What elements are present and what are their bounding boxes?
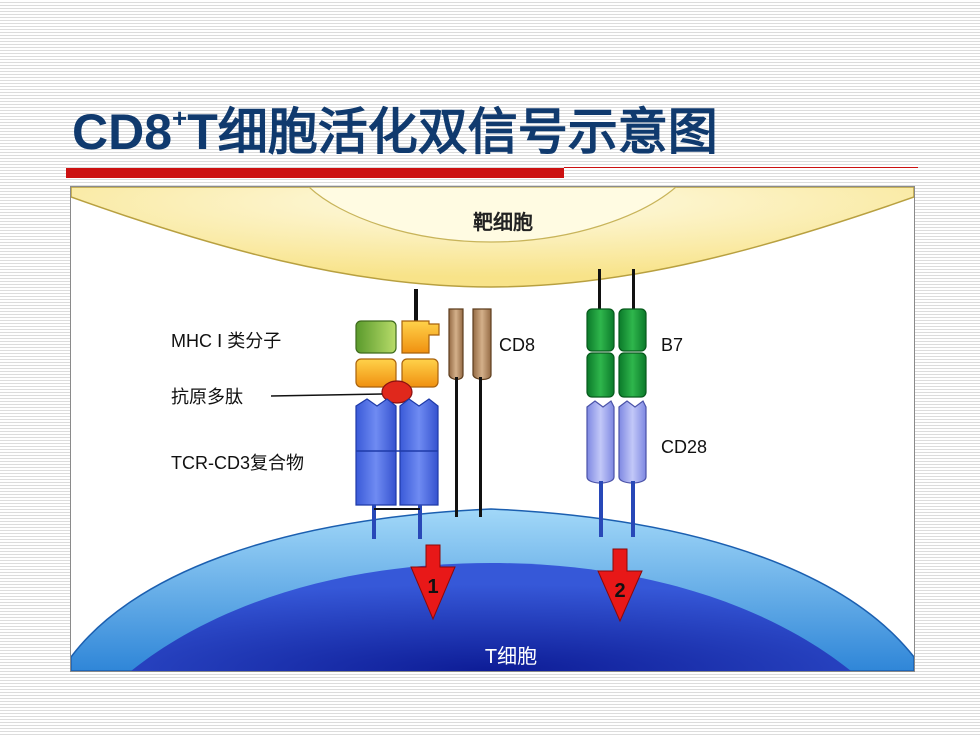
cd28-right-stalk bbox=[631, 481, 635, 537]
t-cell-cytoplasm bbox=[131, 563, 851, 671]
mhc-stalk bbox=[414, 289, 418, 327]
diagram-panel: 靶细胞 T细胞 1 2 MHC Ⅰ 类分子 抗原多肽 TCR-CD3复合物 CD… bbox=[70, 186, 915, 672]
antigen-peptide bbox=[381, 380, 413, 404]
signal-1-number: 1 bbox=[427, 576, 438, 598]
mhc-alpha1-domain bbox=[355, 320, 397, 354]
signal-1-arrow bbox=[410, 544, 456, 621]
cd28-left-stalk bbox=[599, 481, 603, 537]
cd8-label: CD8 bbox=[499, 335, 535, 355]
tcr-label: TCR-CD3复合物 bbox=[171, 453, 304, 473]
mhc-alpha3-domain bbox=[355, 358, 397, 388]
diagram-svg: 靶细胞 T细胞 1 2 MHC Ⅰ 类分子 抗原多肽 TCR-CD3复合物 CD… bbox=[71, 187, 914, 671]
cd8-alpha-stalk bbox=[455, 377, 458, 517]
signal-2-arrow bbox=[597, 548, 643, 623]
cd8-beta-stalk bbox=[479, 377, 482, 517]
title-rest: T细胞活化双信号示意图 bbox=[187, 104, 718, 160]
antigen-pointer-line bbox=[270, 393, 383, 397]
mhc-alpha2-domain bbox=[401, 320, 440, 354]
cd28-right-chain bbox=[618, 400, 647, 484]
cd8-beta-chain bbox=[472, 308, 492, 381]
signal-2-number: 2 bbox=[614, 580, 625, 602]
target-cell-label: 靶细胞 bbox=[473, 210, 533, 234]
title-superscript: + bbox=[172, 103, 188, 133]
antigen-label: 抗原多肽 bbox=[171, 387, 243, 407]
title-main: CD8 bbox=[72, 104, 173, 160]
slide-title: CD8+T细胞活化双信号示意图 bbox=[72, 92, 718, 164]
b7-right-stalk bbox=[632, 269, 635, 311]
b7-left-stalk bbox=[598, 269, 601, 311]
t-cell-label: T细胞 bbox=[485, 645, 537, 668]
tcr-beta-transmembrane bbox=[418, 505, 422, 539]
tcr-alpha-chain bbox=[355, 398, 397, 506]
tcr-alpha-transmembrane bbox=[372, 505, 376, 539]
b7-left-upper-domain bbox=[586, 308, 615, 352]
b7-right-upper-domain bbox=[618, 308, 647, 352]
b7-left-lower-domain bbox=[586, 352, 615, 398]
title-underline-thin bbox=[564, 167, 918, 168]
title-underline-red bbox=[66, 168, 564, 178]
cd8-alpha-chain bbox=[448, 308, 464, 381]
cd28-label: CD28 bbox=[661, 437, 707, 457]
b7-right-lower-domain bbox=[618, 352, 647, 398]
mhc-beta2m-domain bbox=[401, 358, 439, 388]
mhc-label: MHC Ⅰ 类分子 bbox=[171, 331, 281, 351]
b7-label: B7 bbox=[661, 335, 683, 355]
cd28-left-chain bbox=[586, 400, 615, 484]
target-cell-nucleus bbox=[308, 187, 677, 243]
tcr-beta-chain bbox=[399, 398, 439, 506]
